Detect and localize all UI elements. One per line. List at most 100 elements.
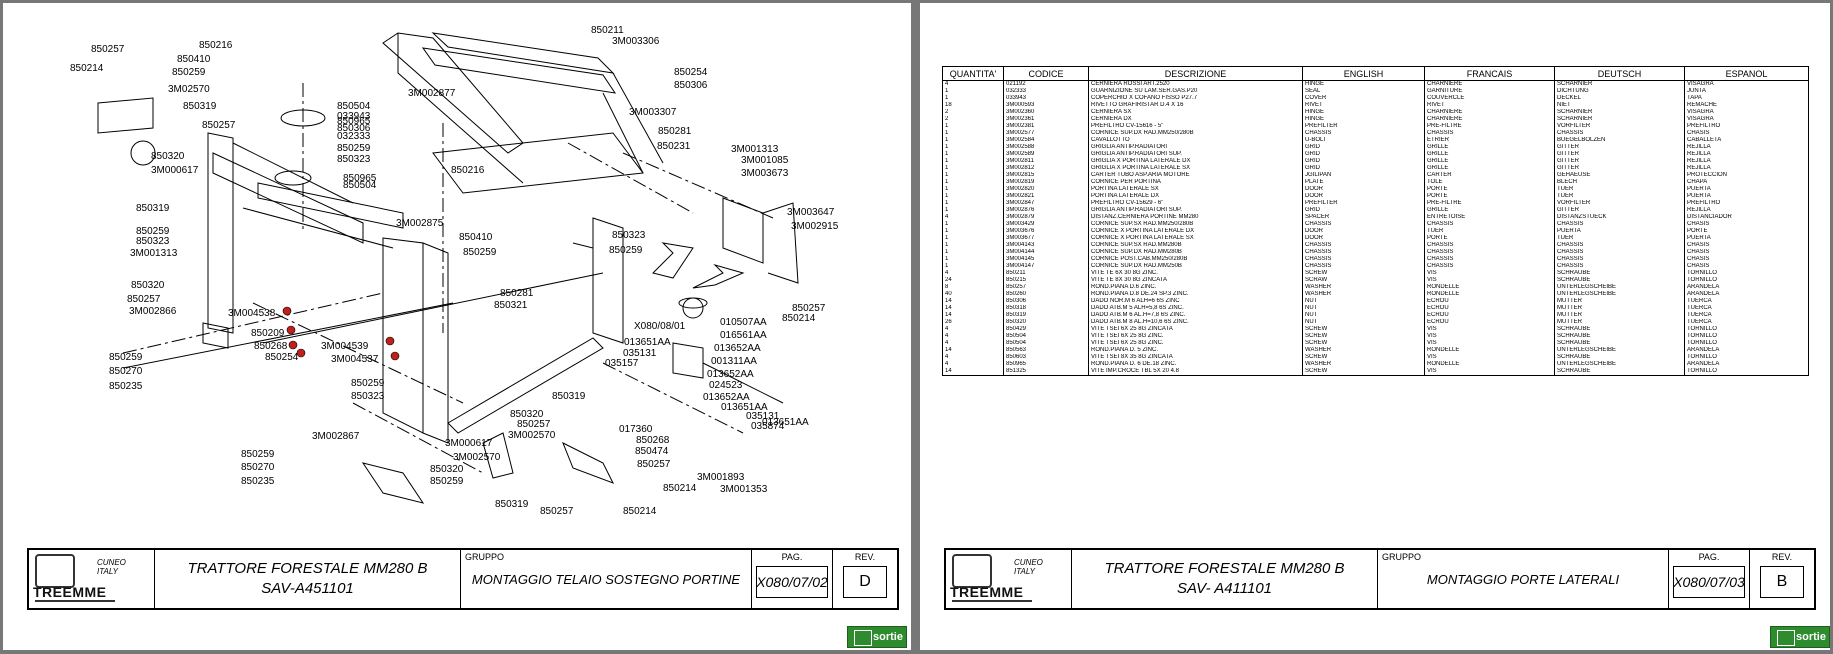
table-cell: DISTANZ.CERNIERA PORTINE MM280 bbox=[1088, 214, 1303, 221]
callout: 3M002866 bbox=[129, 306, 177, 317]
exit-button[interactable]: sortie bbox=[1770, 626, 1830, 648]
table-cell: VITE TSEI 6X 25 8G ZINC. bbox=[1088, 333, 1303, 340]
table-cell: CHASSIS bbox=[1424, 256, 1555, 263]
table-cell: NUT bbox=[1302, 319, 1425, 326]
table-cell: JUNTA bbox=[1684, 88, 1809, 95]
table-cell: CHASIS bbox=[1684, 221, 1809, 228]
table-cell: ARANDELA bbox=[1684, 291, 1809, 298]
company-logo: CUNEO ITALY TREEMME bbox=[29, 550, 155, 608]
table-cell: CHAPA bbox=[1684, 179, 1809, 186]
table-cell: 3M002820 bbox=[1003, 186, 1089, 193]
table-cell: 1 bbox=[942, 235, 1004, 242]
table-cell: 3M002847 bbox=[1003, 200, 1089, 207]
table-cell: RONDELLE bbox=[1424, 291, 1555, 298]
table-cell: 850429 bbox=[1003, 326, 1089, 333]
table-cell: ENTRETOISE bbox=[1424, 214, 1555, 221]
table-cell: CERNIERA SX bbox=[1088, 109, 1303, 116]
table-cell: 850504 bbox=[1003, 340, 1089, 347]
callout: 3M003673 bbox=[741, 168, 789, 179]
drawing-page-left: 850257 850410 850259 850216 850214 3M025… bbox=[3, 3, 911, 650]
callout: 3M004539 bbox=[321, 341, 369, 352]
table-cell: DISTANCIADOR bbox=[1684, 214, 1809, 221]
callout: 850306 bbox=[674, 80, 708, 91]
table-cell: WASHER bbox=[1302, 361, 1425, 368]
callout: 850235 bbox=[109, 381, 143, 392]
table-cell: PUERTA bbox=[1684, 235, 1809, 242]
callout: 850259 bbox=[463, 247, 497, 258]
table-cell: WASHER bbox=[1302, 284, 1425, 291]
table-cell: SCHRAUBE bbox=[1554, 354, 1685, 361]
table-cell: 1 bbox=[942, 137, 1004, 144]
table-cell: DADO ATB.M 8 AL.H=10,6 6S ZINC. bbox=[1088, 319, 1303, 326]
table-cell: CHASSIS bbox=[1302, 263, 1425, 270]
table-cell: CHASSIS bbox=[1302, 256, 1425, 263]
table-cell: VITE TE 6X 30 8G ZINC. bbox=[1088, 270, 1303, 277]
callout: 035131 bbox=[623, 348, 657, 359]
table-cell: GRILLE bbox=[1424, 165, 1555, 172]
table-cell: SCREW bbox=[1302, 333, 1425, 340]
table-cell: MUTTER bbox=[1554, 312, 1685, 319]
callout: 850319 bbox=[136, 203, 170, 214]
table-cell: BLECH bbox=[1554, 179, 1685, 186]
table-cell: 1 bbox=[942, 144, 1004, 151]
table-cell: PORTINA LATERALE DX bbox=[1088, 193, 1303, 200]
callout: 850320 bbox=[510, 409, 544, 420]
callout: 850214 bbox=[782, 313, 816, 324]
table-cell: WASHER bbox=[1302, 347, 1425, 354]
table-cell: CHASIS bbox=[1684, 130, 1809, 137]
table-cell: NIET bbox=[1554, 102, 1685, 109]
callout: 013651AA bbox=[624, 337, 671, 348]
table-cell: REMACHE bbox=[1684, 102, 1809, 109]
callout: 3M004538 bbox=[228, 308, 276, 319]
callout: 850214 bbox=[70, 63, 104, 74]
table-cell: VITE IMP.CROCE TBL 5X 20 4.8 bbox=[1088, 368, 1303, 376]
rev-caption: REV. bbox=[1771, 552, 1793, 562]
table-cell: 2 bbox=[942, 116, 1004, 123]
table-cell: SCHRAUBE bbox=[1554, 270, 1685, 277]
table-cell: 3M002577 bbox=[1003, 130, 1089, 137]
table-cell: 1 bbox=[942, 165, 1004, 172]
exit-door-icon bbox=[854, 630, 872, 646]
table-cell: ARANDELA bbox=[1684, 284, 1809, 291]
group-cell: GRUPPO MONTAGGIO TELAIO SOSTEGNO PORTINE bbox=[461, 550, 752, 608]
callout: 850259 bbox=[109, 352, 143, 363]
callout: 013652AA bbox=[703, 392, 750, 403]
table-cell: CHASSIS bbox=[1302, 130, 1425, 137]
callout: 850257 bbox=[792, 303, 826, 314]
table-cell: RIVET bbox=[1424, 102, 1555, 109]
column-header: QUANTITA' bbox=[942, 66, 1004, 81]
table-cell: 26 bbox=[942, 319, 1004, 326]
frame-lines bbox=[97, 32, 799, 504]
table-cell: CHARNIERE bbox=[1424, 116, 1555, 123]
exit-button[interactable]: sortie bbox=[847, 626, 907, 648]
table-cell: PRE-FILTRE bbox=[1424, 200, 1555, 207]
group-cell: GRUPPO MONTAGGIO PORTE LATERALI bbox=[1378, 550, 1669, 608]
table-cell: PORTE bbox=[1424, 193, 1555, 200]
table-cell: 14 bbox=[942, 347, 1004, 354]
table-cell: TOLE bbox=[1424, 179, 1555, 186]
table-cell: 850215 bbox=[1003, 277, 1089, 284]
table-cell: MUTTER bbox=[1554, 319, 1685, 326]
table-cell: PLATE bbox=[1302, 179, 1425, 186]
table-cell: VITE TE 8X 30 8G ZINCATA bbox=[1088, 277, 1303, 284]
table-cell: ECROU bbox=[1424, 305, 1555, 312]
logo-underline bbox=[35, 600, 115, 602]
table-cell: CAVALLOTTO bbox=[1088, 137, 1303, 144]
table-cell: 021192 bbox=[1003, 80, 1089, 88]
table-cell: 850306 bbox=[1003, 298, 1089, 305]
table-cell: CHASSIS bbox=[1302, 242, 1425, 249]
table-cell: ECROU bbox=[1424, 312, 1555, 319]
callout: 850257 bbox=[517, 419, 551, 430]
table-cell: SCHRAUBE bbox=[1554, 340, 1685, 347]
table-cell: PREFILTER bbox=[1302, 200, 1425, 207]
